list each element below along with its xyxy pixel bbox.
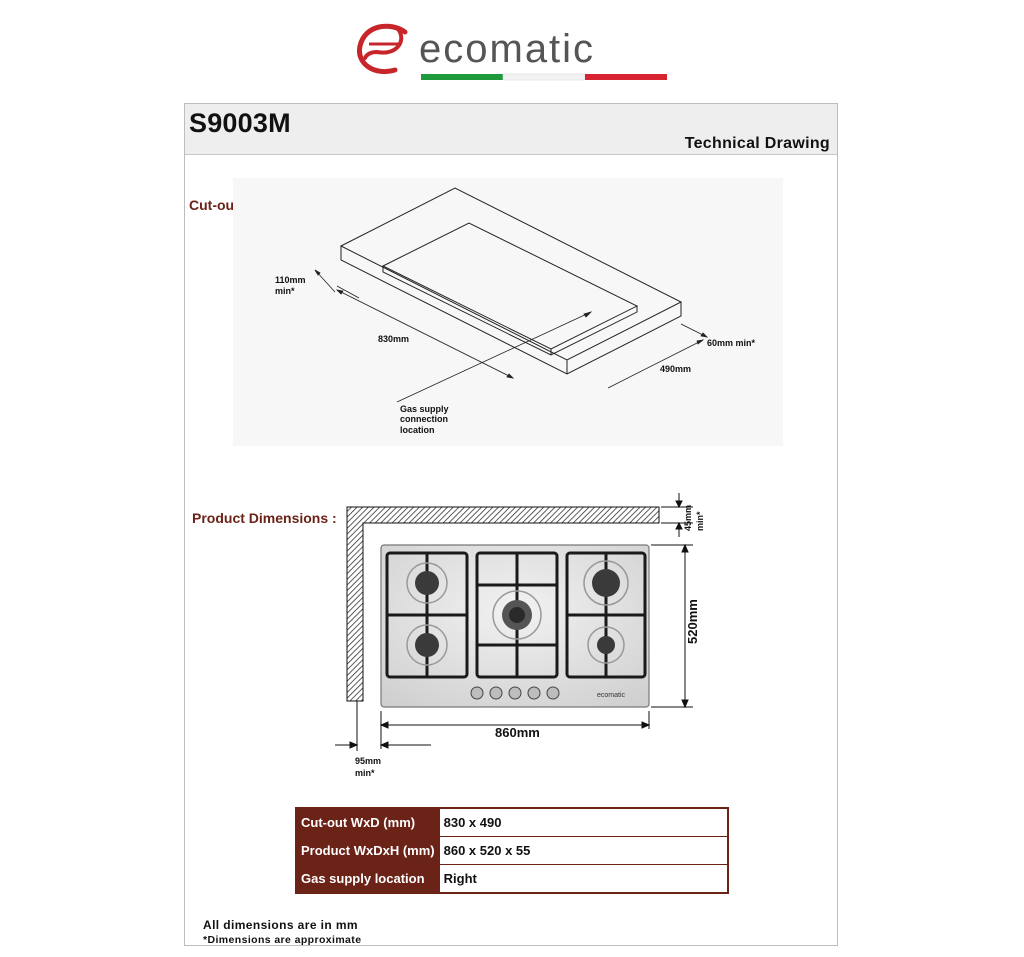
spec-sheet-frame: S9003M Technical Drawing Cut-out Dimensi… xyxy=(184,103,838,946)
spec-key: Product WxDxH (mm) xyxy=(295,836,440,865)
product-side-clearance-label: 95mm xyxy=(355,756,381,766)
product-depth-label: 520mm xyxy=(685,599,700,644)
wall-hatching xyxy=(346,506,660,702)
footnote-units: All dimensions are in mm xyxy=(203,918,358,932)
title-bar: S9003M Technical Drawing xyxy=(185,104,837,155)
table-row: Cut-out WxD (mm) 830 x 490 xyxy=(295,807,729,837)
gas-supply-label-2: connection xyxy=(400,414,448,424)
product-side-clearance-note: min* xyxy=(355,768,375,778)
spec-value: 860 x 520 x 55 xyxy=(438,836,729,865)
cutout-depth-label: 490mm xyxy=(660,364,691,374)
brand-wordmark: ecomatic xyxy=(419,27,595,71)
product-drawing: ecomatic xyxy=(335,493,705,778)
model-number: S9003M xyxy=(189,108,291,138)
page-subtitle: Technical Drawing xyxy=(684,135,830,152)
italian-flag-stripe xyxy=(421,73,667,81)
spec-value: 830 x 490 xyxy=(438,807,729,837)
ecomatic-logo-icon xyxy=(357,23,408,74)
cutout-side-clearance-note: min* xyxy=(275,286,295,296)
hob-illustration: ecomatic xyxy=(380,544,650,708)
spec-table: Cut-out WxD (mm) 830 x 490 Product WxDxH… xyxy=(295,807,729,894)
table-row: Gas supply location Right xyxy=(295,864,729,894)
table-row: Product WxDxH (mm) 860 x 520 x 55 xyxy=(295,836,729,865)
cutout-back-clearance-label: 60mm min* xyxy=(707,338,756,348)
brand-logo: ecomatic xyxy=(355,18,670,86)
spec-value: Right xyxy=(438,864,729,894)
cutout-side-clearance-label: 110mm xyxy=(275,275,306,285)
spec-key: Cut-out WxD (mm) xyxy=(295,807,440,837)
gas-supply-label-1: Gas supply xyxy=(400,404,449,414)
product-width-label: 860mm xyxy=(495,725,540,740)
footnote-approx: *Dimensions are approximate xyxy=(203,934,362,946)
spec-key: Gas supply location xyxy=(295,864,440,894)
cutout-width-label: 830mm xyxy=(378,334,409,344)
gas-supply-label-3: location xyxy=(400,425,435,435)
hob-brand-mark: ecomatic xyxy=(597,692,626,699)
product-section-label: Product Dimensions : xyxy=(192,510,337,526)
product-top-clearance-label: 45mm xyxy=(683,505,693,531)
cutout-drawing: 110mm min* 830mm 60mm min* 490mm Gas sup… xyxy=(233,178,783,446)
product-top-clearance-note: min* xyxy=(695,511,705,531)
